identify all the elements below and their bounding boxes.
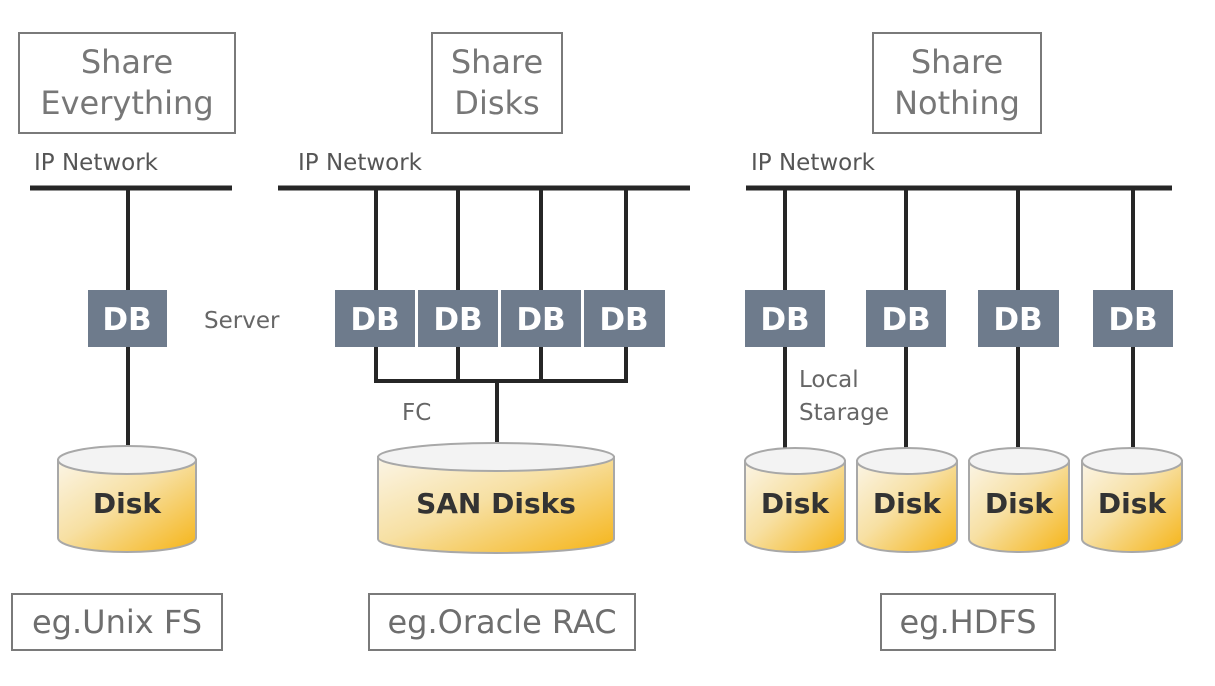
- db-label: DB: [350, 302, 399, 338]
- share-everything-section: Share Everything IP Network DB Disk eg.U…: [11, 32, 236, 651]
- share-everything-title-box: [18, 32, 236, 134]
- share-everything-network-label: IP Network: [34, 150, 159, 176]
- db-server-box: [418, 290, 498, 347]
- share-everything-example-box: [11, 593, 223, 651]
- share-disks-example-box: [368, 593, 636, 651]
- share-nothing-example: eg.HDFS: [899, 603, 1036, 641]
- share-disks-example: eg.Oracle RAC: [387, 603, 616, 641]
- disk-cylinder: Disk: [744, 447, 846, 553]
- disk-label: Disk: [873, 487, 943, 520]
- db-label: DB: [102, 302, 151, 338]
- disk-cylinder: Disk: [968, 447, 1070, 553]
- share-everything-title-line-2: Everything: [40, 84, 213, 122]
- disk-label: Disk: [761, 487, 831, 520]
- share-nothing-section: Share Nothing IP Network DB DB DB DB Loc…: [744, 32, 1183, 651]
- db-server-box: [501, 290, 581, 347]
- local-storage-label-line-2: Starage: [799, 400, 889, 426]
- server-label: Server: [204, 308, 280, 334]
- share-nothing-title-line-2: Nothing: [894, 84, 1020, 122]
- db-label: DB: [516, 302, 565, 338]
- share-nothing-title-line-1: Share: [911, 43, 1003, 81]
- disk-cylinder: Disk: [1081, 447, 1183, 553]
- share-nothing-example-box: [880, 593, 1056, 651]
- disk-cylinder: Disk: [57, 445, 197, 553]
- db-label: DB: [993, 302, 1042, 338]
- db-server-box: [866, 290, 946, 347]
- share-everything-example: eg.Unix FS: [32, 603, 202, 641]
- db-label: DB: [881, 302, 930, 338]
- db-label: DB: [433, 302, 482, 338]
- db-label: DB: [1108, 302, 1157, 338]
- db-label: DB: [760, 302, 809, 338]
- share-disks-section: Share Disks IP Network DB DB DB DB FC SA…: [278, 32, 690, 651]
- db-server-box: [745, 290, 825, 347]
- share-nothing-title-box: [872, 32, 1042, 134]
- share-nothing-network-label: IP Network: [751, 150, 876, 176]
- db-server-box: [1093, 290, 1173, 347]
- share-disks-title-line-2: Disks: [454, 84, 539, 122]
- san-disks-label: SAN Disks: [416, 487, 576, 520]
- san-disk-cylinder: SAN Disks: [377, 442, 615, 554]
- share-disks-title-line-1: Share: [451, 43, 543, 81]
- share-everything-title-line-1: Share: [81, 43, 173, 81]
- fc-label: FC: [402, 400, 431, 426]
- disk-label: Disk: [93, 487, 163, 520]
- db-server-box: [978, 290, 1059, 347]
- share-disks-network-label: IP Network: [298, 150, 423, 176]
- db-server-box: [88, 290, 167, 347]
- share-disks-title-box: [431, 32, 563, 134]
- disk-label: Disk: [985, 487, 1055, 520]
- db-label: DB: [599, 302, 648, 338]
- db-server-box: [584, 290, 665, 347]
- disk-cylinder: Disk: [856, 447, 958, 553]
- disk-label: Disk: [1098, 487, 1168, 520]
- local-storage-label-line-1: Local: [799, 367, 859, 393]
- db-server-box: [335, 290, 415, 347]
